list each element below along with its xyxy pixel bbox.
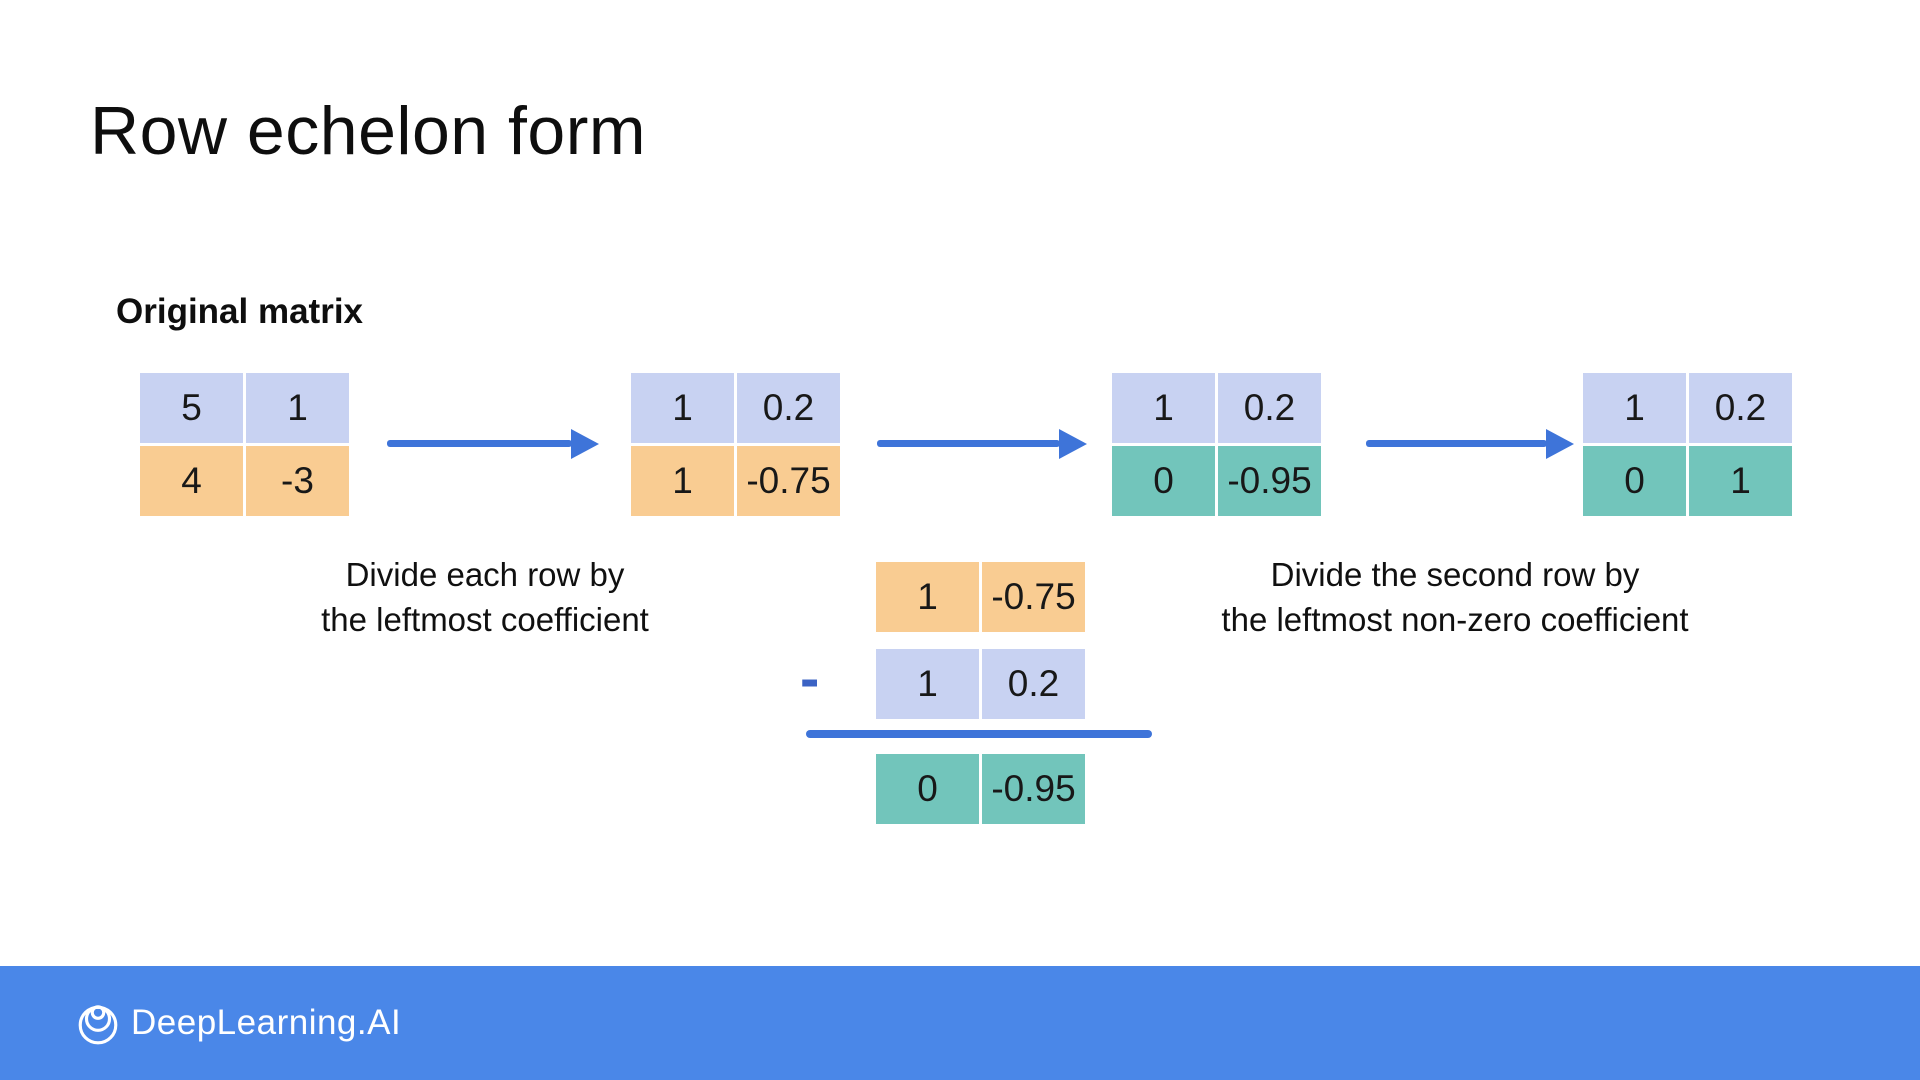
caption-line: Divide each row by (345, 556, 625, 593)
matrix-cell: -3 (246, 446, 349, 516)
subtraction-minuend-row: 1-0.75 (876, 562, 1085, 632)
caption-line: Divide the second row by (1270, 556, 1640, 593)
right-arrow-icon (877, 440, 1060, 447)
matrix-cell: -0.75 (982, 562, 1085, 632)
minus-operator: - (800, 646, 820, 711)
original-matrix-label: Original matrix (116, 292, 364, 331)
matrix-cell: 0 (1583, 446, 1686, 516)
subtraction-line (806, 730, 1152, 738)
caption-line: the leftmost non-zero coefficient (1221, 601, 1689, 638)
matrix-cell: 1 (1583, 373, 1686, 443)
matrix-cell: 0.2 (982, 649, 1085, 719)
caption-line: the leftmost coefficient (321, 601, 649, 638)
matrix-cell: 0 (1112, 446, 1215, 516)
caption-divide-each-row: Divide each row by the leftmost coeffici… (272, 552, 698, 642)
matrix-cell: 1 (876, 649, 979, 719)
matrix-cell: 1 (1689, 446, 1792, 516)
matrix-cell: 0.2 (1218, 373, 1321, 443)
brand: DeepLearning.AI (75, 1000, 401, 1046)
matrix-cell: 0.2 (1689, 373, 1792, 443)
right-arrow-icon (387, 440, 572, 447)
brand-name: DeepLearning.AI (131, 1003, 402, 1042)
matrix-cell: 0.2 (737, 373, 840, 443)
matrix-cell: 1 (246, 373, 349, 443)
matrix-cell: -0.75 (737, 446, 840, 516)
matrix-cell: 1 (631, 446, 734, 516)
subtraction-result-row: 0-0.95 (876, 754, 1085, 824)
matrix-cell: -0.95 (982, 754, 1085, 824)
matrix-cell: 1 (631, 373, 734, 443)
matrix-cell: 0 (876, 754, 979, 824)
caption-divide-second-row: Divide the second row by the leftmost no… (1165, 552, 1745, 642)
deeplearning-logo-icon (75, 1000, 121, 1046)
page-title: Row echelon form (90, 93, 647, 169)
right-arrow-icon (1366, 440, 1547, 447)
matrix-cell: 5 (140, 373, 243, 443)
matrix-cell: -0.95 (1218, 446, 1321, 516)
matrix-cell: 1 (1112, 373, 1215, 443)
footer-bar: DeepLearning.AI (0, 966, 1920, 1080)
matrix-cell: 4 (140, 446, 243, 516)
matrix-cell: 1 (876, 562, 979, 632)
